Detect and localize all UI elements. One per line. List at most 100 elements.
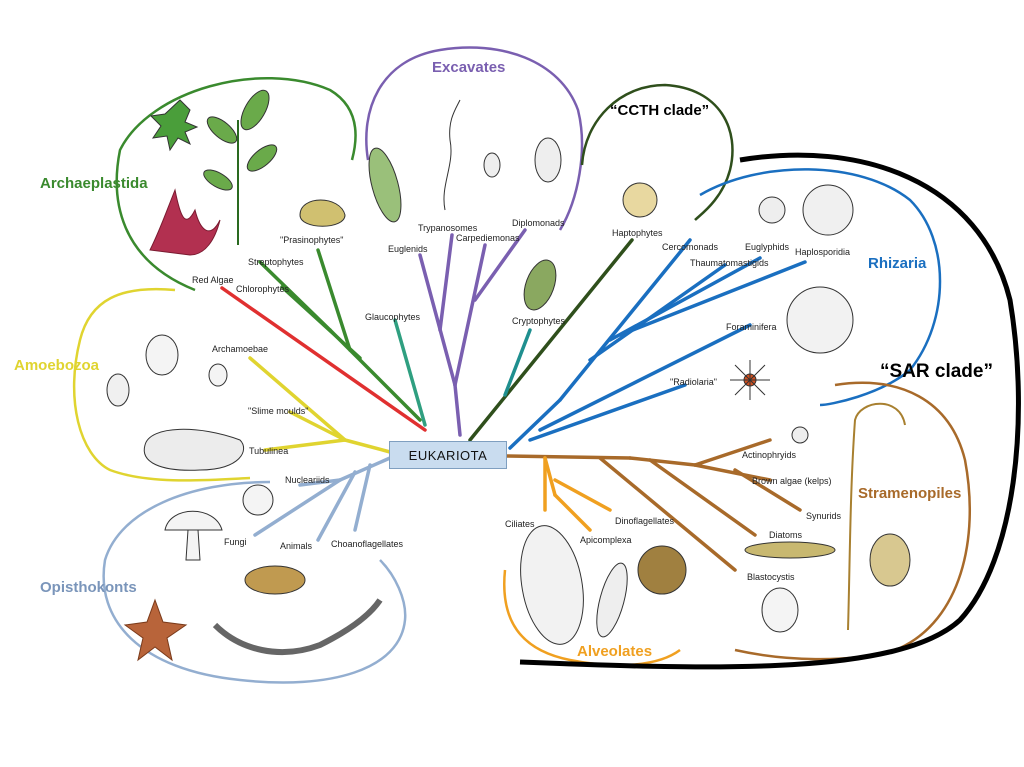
ccth-outline bbox=[580, 83, 734, 221]
branch-dinoflagellates bbox=[553, 478, 612, 512]
plant-leaf-2 bbox=[206, 116, 238, 144]
branch-sar-stem bbox=[505, 454, 632, 460]
branch-red-algae bbox=[220, 286, 427, 432]
group-label-rhizaria: Rhizaria bbox=[868, 255, 927, 272]
branch-brown-algae bbox=[693, 463, 772, 482]
synurid-drawing bbox=[869, 533, 911, 587]
archamoeba-drawing bbox=[145, 334, 179, 376]
kelp-drawing bbox=[847, 402, 906, 631]
diatom-drawing bbox=[744, 541, 836, 559]
sar-outline bbox=[519, 152, 1021, 670]
taxon-label-euglenids: Euglenids bbox=[388, 244, 428, 254]
branch-amoebozoa-stem bbox=[343, 438, 392, 454]
branch-animals bbox=[316, 470, 357, 542]
haplosporidia-drawing bbox=[802, 184, 854, 236]
taxon-label-archamoebae: Archamoebae bbox=[212, 344, 268, 354]
apicomplexan-drawing bbox=[596, 562, 628, 638]
branch-prasinophytes bbox=[316, 248, 352, 352]
group-label-amoebozoa: Amoebozoa bbox=[14, 357, 100, 374]
dinoflagellate-drawing bbox=[637, 545, 687, 595]
rhizaria-outline bbox=[699, 168, 942, 407]
actinophryid-drawing bbox=[791, 426, 809, 444]
branch-trypanosomes bbox=[438, 233, 454, 332]
trypanosome-drawing bbox=[443, 99, 461, 211]
taxon-label-synurids: Synurids bbox=[806, 511, 842, 521]
branch-blastocystis bbox=[598, 456, 737, 572]
taxon-label-brown-algae: Brown algae (kelps) bbox=[752, 476, 832, 486]
group-label-opisthokonts: Opisthokonts bbox=[40, 579, 137, 596]
starfish-drawing bbox=[123, 598, 188, 662]
branch-opisthokonts-stem bbox=[338, 456, 392, 482]
root-node-eukariota: EUKARIOTA bbox=[389, 441, 507, 469]
excavates-outline bbox=[365, 46, 584, 231]
branch-tubulinea bbox=[263, 438, 347, 452]
taxon-label-euglyphids: Euglyphids bbox=[745, 242, 790, 252]
branch-choanoflagellates bbox=[353, 463, 372, 532]
group-label-sar: “SAR clade” bbox=[880, 361, 993, 382]
group-label-stramenopiles: Stramenopiles bbox=[858, 485, 961, 502]
branch-archamoebae bbox=[248, 356, 347, 442]
taxon-label-haptophytes: Haptophytes bbox=[612, 228, 663, 238]
taxon-label-diatoms: Diatoms bbox=[769, 530, 803, 540]
nucleariid-drawing bbox=[242, 484, 274, 516]
taxon-label-blastocystis: Blastocystis bbox=[747, 572, 795, 582]
fly-drawing bbox=[244, 565, 306, 595]
taxon-label-slime-moulds: "Slime moulds" bbox=[248, 406, 308, 416]
branch-fungi bbox=[253, 478, 342, 537]
taxon-label-glaucophytes: Glaucophytes bbox=[365, 312, 421, 322]
taxon-label-foraminifera: Foraminifera bbox=[726, 322, 777, 332]
taxon-label-apicomplexa: Apicomplexa bbox=[580, 535, 632, 545]
blastocystis-drawing bbox=[761, 587, 799, 633]
taxon-label-chlorophytes: Chlorophytes bbox=[236, 284, 290, 294]
branch-cercomonads bbox=[558, 238, 692, 402]
taxon-label-cercomonads: Cercomonads bbox=[662, 242, 719, 252]
carpediemonas-drawing bbox=[483, 152, 501, 178]
branch-rhizaria-stem bbox=[508, 398, 562, 450]
tubulinea-drawing bbox=[143, 428, 245, 471]
group-label-excavates: Excavates bbox=[432, 59, 505, 76]
branch-slime-moulds bbox=[288, 410, 347, 442]
diplomonad-drawing bbox=[534, 137, 562, 183]
alveolates-outline bbox=[503, 569, 681, 667]
taxon-label-tubulinea: Tubulinea bbox=[249, 446, 288, 456]
branch-cryptophytes bbox=[503, 328, 532, 397]
stramenopiles-outline bbox=[734, 381, 971, 661]
cryptophyte-drawing bbox=[523, 259, 557, 311]
branch-apicomplexa bbox=[553, 493, 592, 532]
plant-leaf-4 bbox=[203, 169, 233, 191]
branch-stramenopiles-stem bbox=[628, 456, 697, 467]
group-label-ccth: “CCTH clade” bbox=[610, 102, 709, 119]
taxon-label-streptophytes: Streptophytes bbox=[248, 257, 304, 267]
taxon-label-fungi: Fungi bbox=[224, 537, 247, 547]
taxon-label-radiolaria: "Radiolaria" bbox=[670, 377, 717, 387]
foraminifera-drawing bbox=[786, 286, 854, 354]
branch-carpediemonas bbox=[453, 243, 487, 387]
taxon-label-dinoflagellates: Dinoflagellates bbox=[615, 516, 675, 526]
taxon-label-cryptophytes: Cryptophytes bbox=[512, 316, 566, 326]
euglyphid-drawing bbox=[758, 196, 786, 224]
branch-glaucophytes bbox=[393, 318, 427, 427]
slime-mould-drawing bbox=[208, 363, 228, 387]
branch-nucleariids bbox=[298, 478, 342, 487]
prasinophyte-drawing bbox=[299, 199, 346, 227]
branch-haptophytes bbox=[468, 238, 634, 442]
branch-haplosporidia bbox=[618, 260, 807, 337]
taxon-label-diplomonads: Diplomonads bbox=[512, 218, 565, 228]
amoeba-drawing bbox=[106, 373, 130, 407]
branch-diplomonads bbox=[473, 228, 527, 302]
worm-drawing bbox=[212, 598, 383, 655]
taxon-label-thaumatomastigids: Thaumatomastigids bbox=[690, 258, 769, 268]
taxon-label-nucleariids: Nucleariids bbox=[285, 475, 330, 485]
haptophyte-drawing bbox=[622, 182, 658, 218]
branch-foraminifera bbox=[538, 323, 752, 432]
archaeplastida-outline bbox=[115, 77, 357, 292]
plant-leaf-1 bbox=[240, 89, 270, 131]
taxon-label-animals: Animals bbox=[280, 541, 313, 551]
branch-excavates-stem bbox=[453, 383, 462, 437]
branch-diatoms bbox=[648, 458, 757, 537]
taxon-label-choanoflagellates: Choanoflagellates bbox=[331, 539, 404, 549]
taxon-label-ciliates: Ciliates bbox=[505, 519, 535, 529]
branch-euglenids bbox=[418, 253, 457, 387]
ciliate-drawing bbox=[520, 525, 584, 645]
